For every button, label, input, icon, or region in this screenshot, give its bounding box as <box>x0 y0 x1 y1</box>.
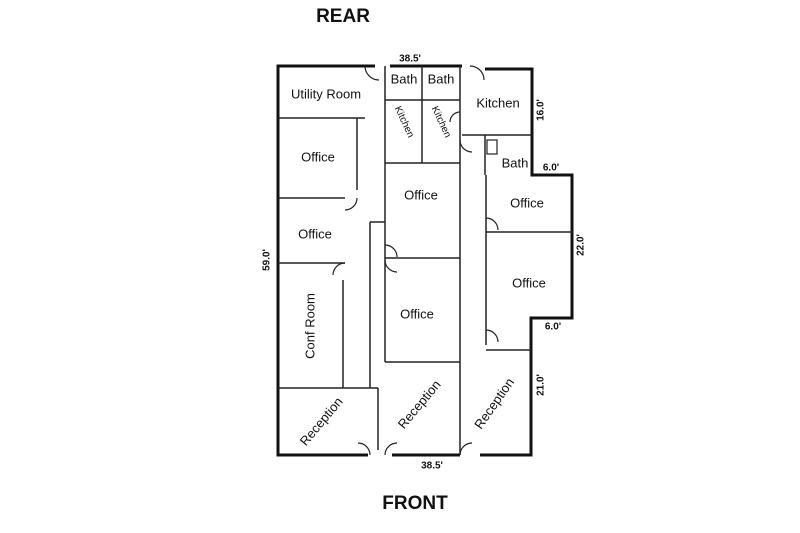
room-office-left-1: Office <box>301 149 335 164</box>
dim-upper-step: 6.0' <box>543 163 559 174</box>
room-office-mid-1: Office <box>404 187 438 202</box>
room-office-mid-2: Office <box>400 306 434 321</box>
room-kitchen-small-2: Kitchen <box>429 105 453 140</box>
room-utility: Utility Room <box>291 86 361 101</box>
room-office-right-2: Office <box>512 275 546 290</box>
room-reception-mid: Reception <box>395 377 444 431</box>
room-conf: Conf Room <box>302 293 317 359</box>
dim-front-right: 21.0' <box>536 374 547 396</box>
doors <box>332 65 499 456</box>
dim-lower-step: 6.0' <box>545 322 561 333</box>
dim-right-mid: 22.0' <box>576 234 587 256</box>
room-reception-right: Reception <box>471 375 517 432</box>
room-office-left-2: Office <box>298 226 332 241</box>
room-bath-2: Bath <box>428 71 455 86</box>
dim-kitchen-depth: 16.0' <box>536 99 547 121</box>
room-bath-1: Bath <box>391 71 418 86</box>
room-bath-3: Bath <box>502 155 529 170</box>
room-office-right-1: Office <box>510 195 544 210</box>
exterior-walls <box>276 64 574 457</box>
interior-walls <box>278 66 572 455</box>
rear-label: REAR <box>316 6 370 27</box>
dim-bottom-width: 38.5' <box>421 461 443 472</box>
dim-left-depth: 59.0' <box>262 249 273 271</box>
room-reception-left: Reception <box>297 394 346 448</box>
dim-top-width: 38.5' <box>399 54 421 65</box>
room-kitchen-main: Kitchen <box>476 95 519 110</box>
front-label: FRONT <box>382 493 448 514</box>
water-closet-icon <box>486 139 498 155</box>
room-kitchen-small-1: Kitchen <box>392 105 416 140</box>
